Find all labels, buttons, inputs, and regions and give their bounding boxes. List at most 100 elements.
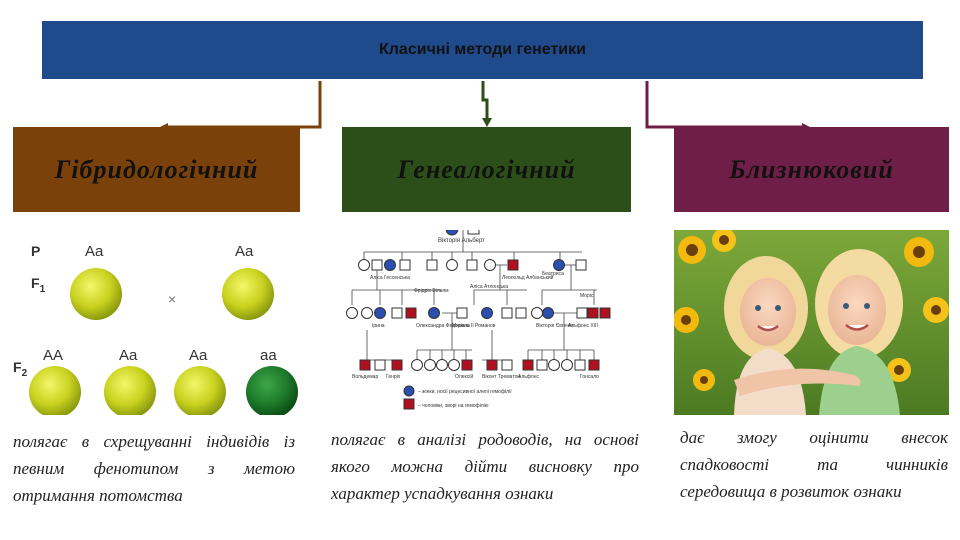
- f2-genotype-4: aa: [260, 347, 277, 364]
- pedigree-female: [561, 359, 573, 371]
- pedigree-carrier-female: [428, 307, 440, 319]
- hugging-arm: [734, 368, 861, 396]
- pedigree-name: Беатриса: [542, 271, 564, 277]
- pedigree-female: [484, 259, 496, 271]
- pedigree-affected-male: [522, 359, 534, 371]
- pedigree-carrier-female: [374, 307, 386, 319]
- pedigree-name: Леопольд Албанський: [502, 274, 554, 281]
- pedigree-male: [536, 359, 548, 371]
- f2-genotype-3: Aa: [189, 347, 208, 364]
- sunflowers: [674, 230, 949, 391]
- pedigree-male: [426, 259, 438, 271]
- pedigree-male: [467, 230, 480, 235]
- pedigree-male: [501, 307, 513, 319]
- pedigree-name: Віконт Трематон: [482, 374, 520, 380]
- f2-pea-2: [104, 366, 156, 415]
- pedigree-name: Альфонс XIII: [568, 323, 598, 329]
- pedigree-name: Вольдемар: [352, 374, 378, 380]
- pedigree-name: Альфонс: [518, 374, 540, 380]
- gen-f2-label: F2: [13, 359, 28, 379]
- method-genealogical-description: полягає в аналізі родоводів, на основі я…: [331, 430, 639, 503]
- pedigree-affected-male: [507, 259, 519, 271]
- parent-1-genotype: Aa: [85, 243, 104, 260]
- pedigree-female: [436, 359, 448, 371]
- method-hybrid-description: полягає в схрещуванні індивідів із певни…: [13, 432, 295, 505]
- twins-photo: [674, 230, 949, 415]
- pedigree-male: [399, 259, 411, 271]
- gen-f1-label: F1: [31, 275, 46, 295]
- f2-genotype-2: Aa: [119, 347, 138, 364]
- parent-2-genotype: Aa: [235, 243, 254, 260]
- pedigree-name: Фрідріх Вільям: [414, 288, 449, 294]
- pedigree-carrier-female: [553, 259, 565, 271]
- pedigree-male: [371, 259, 383, 271]
- title-text: Класичні методи генетики: [379, 41, 586, 58]
- pedigree-male: [456, 307, 468, 319]
- pedigree-name: Гонсало: [580, 374, 599, 380]
- pedigree-lines: [351, 230, 597, 361]
- method-twin-label: Близнюковий: [729, 154, 894, 184]
- f2-pea-4: [246, 366, 298, 415]
- legend-affected-symbol: [403, 398, 415, 410]
- pedigree-name: Моріс: [580, 293, 594, 299]
- f2-pea-3: [174, 366, 226, 415]
- method-genealogical-label: Генеалогічний: [397, 154, 576, 184]
- pedigree-female: [424, 359, 436, 371]
- f2-pea-1: [29, 366, 81, 415]
- pedigree-chart: Вікторія Альберт Аліса Гессенська Леопол…: [346, 230, 611, 410]
- pedigree-female: [361, 307, 373, 319]
- f2-genotype-1: AA: [43, 347, 63, 364]
- connector-genealogical-arrow: [482, 118, 492, 127]
- pedigree-female: [411, 359, 423, 371]
- twin-right: [815, 249, 903, 415]
- pedigree-female: [531, 307, 543, 319]
- pedigree-carrier-female: [481, 307, 493, 319]
- connector-hybrid: [165, 81, 322, 129]
- twin-left: [724, 256, 808, 415]
- pedigree-name: Аліса Атлонська: [470, 284, 508, 290]
- pedigree-name: Аліса Гессенська: [370, 275, 410, 281]
- connector-genealogical: [481, 81, 489, 120]
- pedigree-symbols: [346, 230, 611, 371]
- pedigree-female: [346, 307, 358, 319]
- pedigree-male: [501, 359, 513, 371]
- pedigree-affected-male: [599, 307, 611, 319]
- pedigree-affected-male: [588, 359, 600, 371]
- legend-carrier-text: – жінки, носії рецесивної алелі гемофілі…: [418, 389, 512, 395]
- pedigree-male: [576, 307, 588, 319]
- pedigree-female: [548, 359, 560, 371]
- method-twin-description: дає змогу оцінити внесок спадковості та …: [680, 428, 948, 501]
- pedigree-male: [391, 307, 403, 319]
- hybrid-cross-image: P F1 F2 Aa Aa × AA Aa Aa aa: [13, 243, 298, 415]
- cross-sign: ×: [168, 291, 176, 307]
- pedigree-affected-male: [405, 307, 417, 319]
- pedigree-carrier-female: [445, 230, 459, 236]
- pedigree-female: [446, 259, 458, 271]
- pedigree-name: Олексій: [455, 373, 473, 380]
- pedigree-male: [575, 259, 587, 271]
- method-hybrid-box: Гібридологічний: [13, 127, 300, 212]
- pedigree-name: Микола II Романов: [452, 323, 496, 329]
- pedigree-female: [358, 259, 370, 271]
- pedigree-female: [448, 359, 460, 371]
- background-foliage: [674, 230, 949, 415]
- pedigree-affected-male: [391, 359, 403, 371]
- legend-carrier-symbol: [403, 385, 415, 397]
- method-genealogical-box: Генеалогічний: [342, 127, 631, 212]
- pedigree-carrier-female: [384, 259, 396, 271]
- pedigree-male: [374, 359, 386, 371]
- parent-2-pea: [222, 268, 274, 320]
- pedigree-name: Генріх: [386, 374, 401, 380]
- pedigree-name: Вікторія Євгенія: [536, 323, 573, 329]
- parent-1-pea: [70, 268, 122, 320]
- method-twin-box: Близнюковий: [674, 127, 949, 212]
- connector-twin: [645, 81, 805, 129]
- pedigree-affected-male: [587, 307, 599, 319]
- pedigree-male: [574, 359, 586, 371]
- gen-p-label: P: [31, 243, 40, 259]
- pedigree-male: [515, 307, 527, 319]
- pedigree-male: [466, 259, 478, 271]
- diagram-title: Класичні методи генетики: [42, 21, 923, 79]
- pedigree-founders: Вікторія Альберт: [438, 238, 485, 244]
- legend-affected-text: – чоловіки, хворі на гемофілію: [418, 403, 489, 409]
